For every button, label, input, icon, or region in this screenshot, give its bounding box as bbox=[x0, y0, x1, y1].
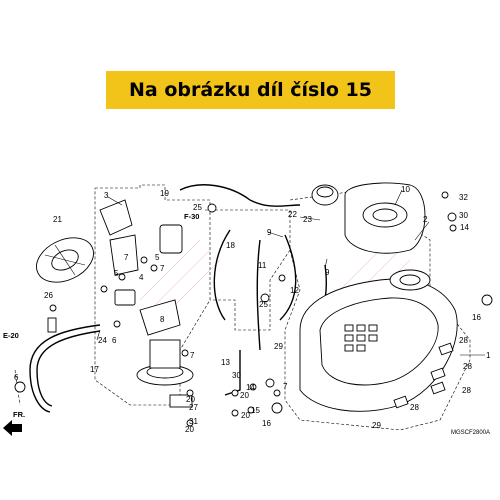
callout-5-a: 5 bbox=[155, 253, 160, 262]
hose-17 bbox=[14, 317, 101, 413]
fuel-tank bbox=[299, 182, 458, 412]
callout-9-b: 9 bbox=[325, 268, 330, 277]
callout-9-a: 9 bbox=[267, 228, 272, 237]
callout-25-a: 25 bbox=[193, 203, 202, 212]
callout-32: 32 bbox=[459, 193, 468, 202]
callout-1: 1 bbox=[486, 351, 491, 360]
callout-16-b: 16 bbox=[262, 419, 271, 428]
callout-14-b: 14 bbox=[460, 223, 469, 232]
callout-20-a: 20 bbox=[186, 395, 195, 404]
callout-19: 19 bbox=[160, 189, 169, 198]
callout-12: 12 bbox=[290, 286, 299, 295]
callout-22: 22 bbox=[288, 210, 297, 219]
callout-labels: 1 2 3 4 5 5 6 6 7 7 7 7 8 9 9 10 11 12 1… bbox=[14, 185, 491, 434]
diagram-code: MGSCF2800A bbox=[451, 430, 490, 436]
callout-3: 3 bbox=[104, 191, 109, 200]
ref-e20: E-20 bbox=[3, 331, 19, 340]
ref-fr: FR. bbox=[13, 410, 25, 419]
callout-25-b: 25 bbox=[259, 300, 268, 309]
callout-28-d: 28 bbox=[410, 403, 419, 412]
callout-23: 23 bbox=[303, 215, 312, 224]
callout-13: 13 bbox=[221, 358, 230, 367]
callout-20-b: 20 bbox=[241, 411, 250, 420]
callout-6-a: 6 bbox=[112, 336, 117, 345]
callout-30-b: 30 bbox=[459, 211, 468, 220]
ref-f30: F-30 bbox=[184, 212, 199, 221]
callout-29-b: 29 bbox=[372, 421, 381, 430]
fuel-pump-assembly bbox=[99, 199, 194, 408]
callout-31: 31 bbox=[189, 417, 198, 426]
callout-7-a: 7 bbox=[160, 264, 165, 273]
callout-26: 26 bbox=[44, 291, 53, 300]
callout-15: 15 bbox=[251, 406, 260, 415]
front-arrow-icon bbox=[3, 420, 22, 436]
hose-lines bbox=[179, 184, 327, 396]
callout-16-a: 16 bbox=[472, 313, 481, 322]
callout-14-a: 14 bbox=[246, 383, 255, 392]
callout-28-a: 28 bbox=[459, 336, 468, 345]
callout-4: 4 bbox=[139, 273, 144, 282]
callout-28-b: 28 bbox=[463, 362, 472, 371]
callout-20-d: 20 bbox=[185, 425, 194, 434]
title-banner: Na obrázku díl číslo 15 bbox=[106, 71, 395, 109]
callout-20-c: 20 bbox=[240, 391, 249, 400]
callout-18: 18 bbox=[226, 241, 235, 250]
callout-21: 21 bbox=[53, 215, 62, 224]
callout-7-d: 7 bbox=[283, 382, 288, 391]
part-21-shield bbox=[36, 237, 94, 283]
callout-2: 2 bbox=[423, 215, 428, 224]
leader-lines bbox=[96, 189, 485, 356]
callout-27: 27 bbox=[189, 403, 198, 412]
callout-10: 10 bbox=[401, 185, 410, 194]
title-text: Na obrázku díl číslo 15 bbox=[129, 79, 372, 101]
tank-grid bbox=[344, 324, 378, 352]
callout-6-b: 6 bbox=[14, 373, 19, 382]
reference-markers: F-30 E-20 FR. MGSCF2800A bbox=[3, 212, 490, 436]
callout-5-b: 5 bbox=[114, 269, 119, 278]
callout-8: 8 bbox=[160, 315, 165, 324]
callout-7-b: 7 bbox=[124, 253, 129, 262]
callout-7-c: 7 bbox=[190, 351, 195, 360]
callout-24: 24 bbox=[98, 336, 107, 345]
callout-28-c: 28 bbox=[462, 386, 471, 395]
hardware bbox=[49, 191, 493, 427]
callout-30-a: 30 bbox=[232, 371, 241, 380]
callout-29-a: 29 bbox=[274, 342, 283, 351]
callout-17: 17 bbox=[90, 365, 99, 374]
callout-11: 11 bbox=[258, 261, 267, 270]
